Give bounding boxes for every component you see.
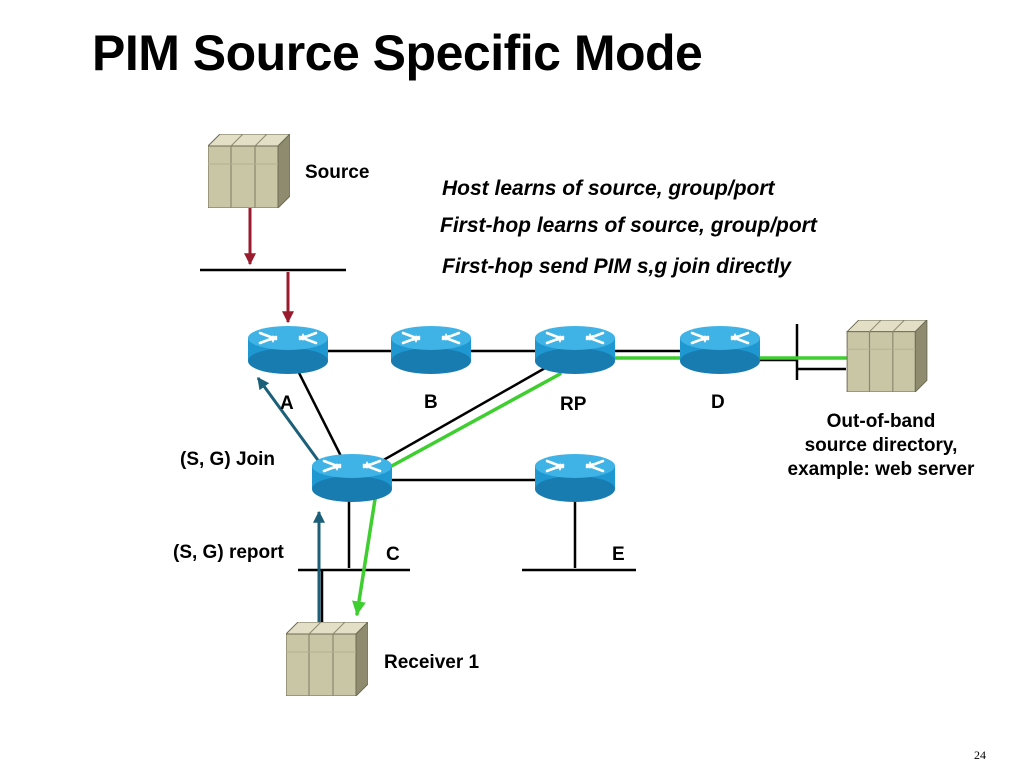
router-e-label: E: [612, 544, 625, 565]
source-label: Source: [305, 162, 370, 183]
router-a-icon: [246, 325, 330, 376]
slide-title: PIM Source Specific Mode: [92, 25, 703, 81]
sg-join-label: (S, G) Join: [180, 449, 275, 470]
directory-label-line2: source directory,: [804, 435, 958, 456]
bullet-first-hop-learns: First-hop learns of source, group/port: [440, 214, 817, 237]
router-c-label: C: [386, 544, 400, 565]
page-number: 24: [974, 748, 986, 762]
source-server-icon: [208, 134, 290, 208]
router-c-icon: [310, 453, 394, 504]
bullet-host-learns: Host learns of source, group/port: [442, 177, 775, 200]
bullet-first-hop-sends-join: First-hop send PIM s,g join directly: [442, 255, 791, 278]
green-path-rp-c: [386, 372, 562, 470]
router-a-label: A: [280, 393, 294, 414]
directory-label-line3: example: web server: [787, 459, 975, 480]
router-rp-icon: [533, 325, 617, 376]
router-e-icon: [533, 453, 617, 504]
router-d-label: D: [711, 392, 725, 413]
router-b-label: B: [424, 392, 438, 413]
directory-server-icon: [846, 320, 928, 392]
router-rp-label: RP: [560, 394, 587, 415]
directory-label-line1: Out-of-band: [826, 411, 936, 432]
sg-report-label: (S, G) report: [173, 542, 284, 563]
receiver-host-icon: [286, 622, 368, 696]
sg-join-arrow: [256, 377, 322, 464]
router-b-icon: [389, 325, 473, 376]
link-c-rp: [351, 349, 576, 480]
router-d-icon: [678, 325, 762, 376]
green-path-c-receiver: [352, 491, 378, 616]
directory-label: Out-of-band source directory, example: w…: [766, 410, 996, 482]
receiver-label: Receiver 1: [384, 652, 480, 673]
